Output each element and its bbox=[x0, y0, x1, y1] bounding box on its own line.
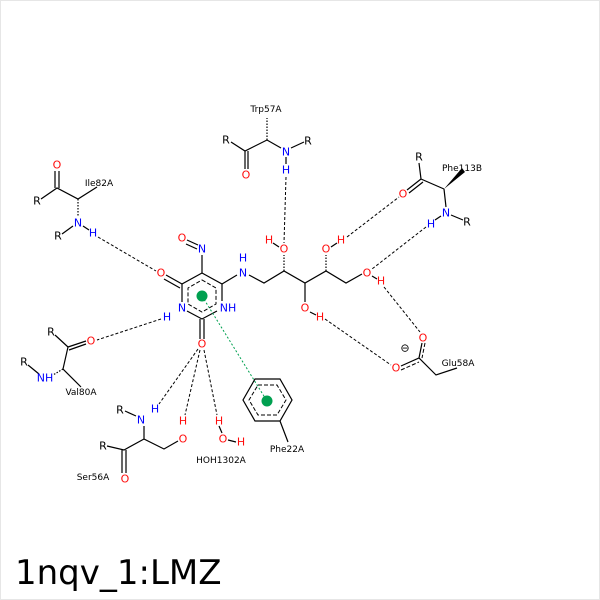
atom-o: O bbox=[301, 302, 310, 315]
atom-h: H bbox=[179, 415, 187, 428]
atom-h: H bbox=[377, 275, 385, 288]
wedge-bond bbox=[444, 168, 465, 189]
atom-o: O bbox=[219, 433, 228, 446]
atom-o: O bbox=[322, 243, 331, 256]
atom-o: O bbox=[87, 335, 96, 348]
negative-charge: ⊖ bbox=[400, 342, 409, 355]
atom-h: H bbox=[151, 403, 159, 416]
ring-centroid bbox=[196, 290, 208, 302]
residue-phe113b: Phe113B bbox=[442, 164, 482, 174]
r-group: R bbox=[463, 216, 471, 229]
atom-h: H bbox=[265, 234, 273, 247]
r-group: R bbox=[54, 230, 62, 243]
atom-h: H bbox=[282, 164, 290, 177]
residue-labels: Trp57A Ile82A Val80A Ser56A HOH1302A Phe… bbox=[65, 105, 482, 483]
atom-n: N bbox=[198, 243, 206, 256]
atom-n: N bbox=[178, 302, 186, 315]
atom-o: O bbox=[178, 232, 187, 245]
atom-nh: NH bbox=[220, 302, 237, 315]
r-group: R bbox=[222, 134, 230, 147]
atom-o: O bbox=[280, 243, 289, 256]
atom-labels: R O N R H O R N R H R O NH R R N H R O O… bbox=[20, 134, 471, 486]
atom-nh: NH bbox=[37, 372, 54, 385]
atom-h: H bbox=[427, 218, 435, 231]
atom-h: H bbox=[239, 252, 247, 265]
r-group: R bbox=[116, 404, 124, 417]
atom-o: O bbox=[242, 169, 251, 182]
atom-n: N bbox=[442, 207, 450, 220]
atom-o: O bbox=[198, 338, 207, 351]
atom-n: N bbox=[74, 217, 82, 230]
hydrogen-bonds bbox=[96, 176, 427, 416]
atom-o: O bbox=[363, 267, 372, 280]
r-group: R bbox=[304, 135, 312, 148]
atom-h: H bbox=[337, 234, 345, 247]
atom-o: O bbox=[399, 188, 408, 201]
atom-h: H bbox=[215, 415, 223, 428]
atom-h: H bbox=[89, 227, 97, 240]
residue-val80a: Val80A bbox=[65, 388, 97, 398]
atom-n: N bbox=[137, 414, 145, 427]
residue-ser56a: Ser56A bbox=[77, 473, 110, 483]
residue-hoh1302a: HOH1302A bbox=[196, 456, 247, 466]
atom-n: N bbox=[239, 267, 247, 280]
atom-n: N bbox=[282, 146, 290, 159]
atom-o: O bbox=[419, 332, 428, 345]
atom-o: O bbox=[392, 362, 401, 375]
atom-h: H bbox=[163, 311, 171, 324]
r-group: R bbox=[20, 356, 28, 369]
atom-h: H bbox=[316, 311, 324, 324]
atom-o: O bbox=[179, 433, 188, 446]
atom-o: O bbox=[121, 473, 130, 486]
r-group: R bbox=[99, 440, 107, 453]
r-group: R bbox=[33, 195, 41, 208]
atom-h: H bbox=[237, 436, 245, 449]
pi-stacking-line bbox=[201, 295, 268, 402]
ring-centroid bbox=[261, 395, 273, 407]
atom-o: O bbox=[157, 267, 166, 280]
bonds bbox=[27, 118, 465, 473]
r-group: R bbox=[415, 151, 423, 164]
residue-glu58a: Glu58A bbox=[442, 359, 476, 369]
residue-phe22a: Phe22A bbox=[270, 445, 305, 455]
residue-trp57a: Trp57A bbox=[249, 105, 282, 115]
residue-ile82a: Ile82A bbox=[85, 179, 114, 189]
r-group: R bbox=[47, 326, 55, 339]
atom-o: O bbox=[53, 159, 62, 172]
diagram-title: 1nqv_1:LMZ bbox=[15, 553, 222, 593]
